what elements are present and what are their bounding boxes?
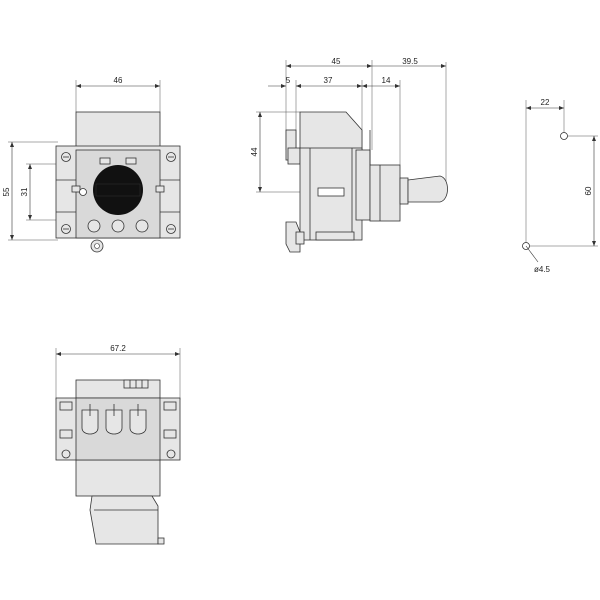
hole-diameter-label: ø4.5 <box>534 265 551 274</box>
body-dimension-label: 37 <box>324 76 333 85</box>
terminal-screw-icon <box>111 219 125 233</box>
top-right-dimension-label: 39.5 <box>402 57 418 66</box>
bottom-width-dimension-label: 67.2 <box>110 344 126 353</box>
terminal-screw-icon <box>129 409 147 435</box>
front-view: 46 55 31 <box>2 76 181 253</box>
height-inner-dimension-label: 31 <box>20 187 29 196</box>
side-view: 45 39.5 5 37 14 44 <box>250 57 448 253</box>
din-clip <box>285 221 301 253</box>
horizontal-spacing-label: 22 <box>541 98 550 107</box>
knob-housing <box>369 164 401 222</box>
hole-pattern: 22 60 ø4.5 <box>522 98 598 274</box>
offset-dimension-label: 5 <box>286 76 291 85</box>
height-outer-dimension-label: 55 <box>2 187 11 196</box>
vertical-spacing-label: 60 <box>584 186 593 195</box>
width-dimension-label: 46 <box>114 76 123 85</box>
top-width-dimension-label: 45 <box>332 57 341 66</box>
bottom-handle <box>89 495 159 545</box>
rotary-handle <box>407 175 448 203</box>
mounting-hole-icon <box>560 132 568 140</box>
height-dimension-label: 44 <box>250 147 259 156</box>
depth-dimension-label: 14 <box>382 76 391 85</box>
terminal-screw-icon <box>87 219 101 233</box>
indicator-icon <box>79 188 87 196</box>
switch-top-cover <box>299 111 363 151</box>
terminal-screw-icon <box>135 219 149 233</box>
terminal-screw-icon <box>105 409 123 435</box>
terminal-screw-icon <box>81 409 99 435</box>
bottom-view: 67.2 <box>55 344 181 545</box>
